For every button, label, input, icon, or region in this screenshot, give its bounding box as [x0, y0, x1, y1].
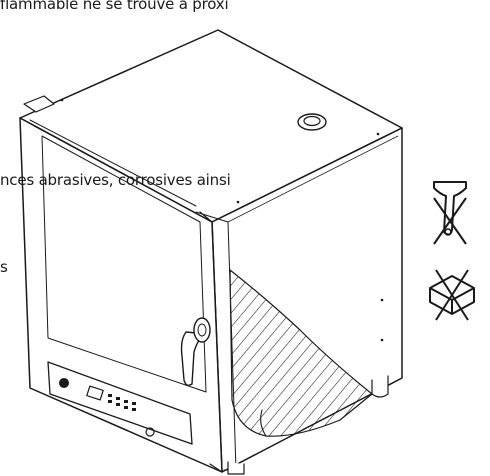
body-text-line-middle: nces abrasives, corrosives ainsi [0, 171, 231, 189]
oven-door-glass [41, 135, 207, 393]
crossed-out-box-icon [429, 269, 475, 321]
crossed-out-scraper-icon [433, 181, 467, 245]
body-text-line-top: flammable ne se trouve à proxi [0, 0, 229, 13]
body-text-line-fragment: s [0, 258, 8, 276]
